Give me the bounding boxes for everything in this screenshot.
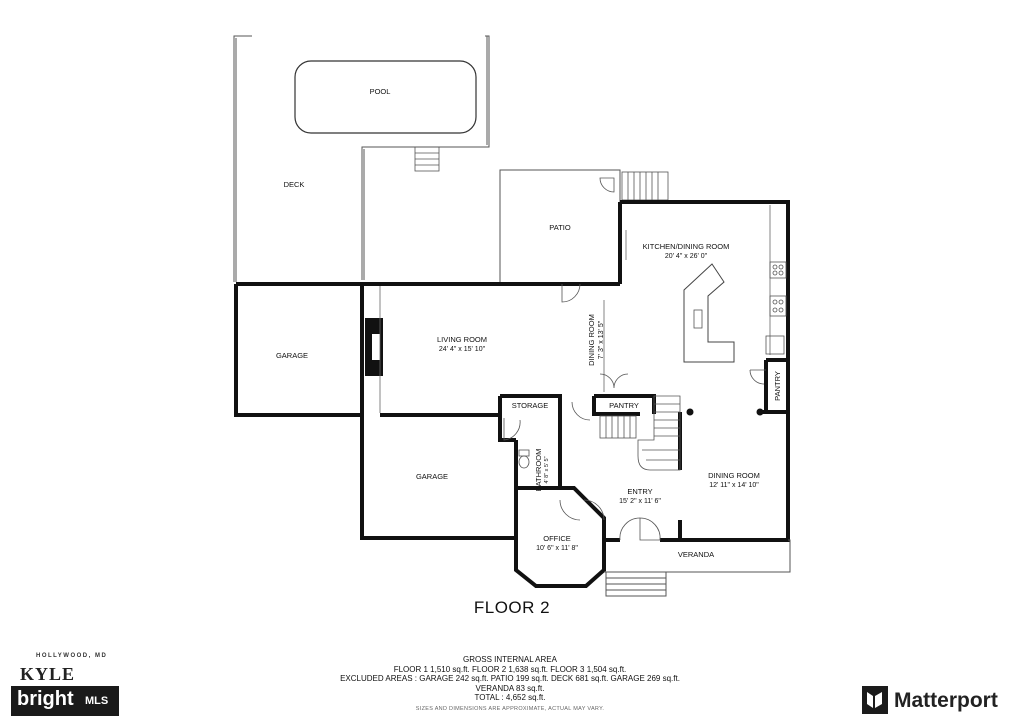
provider-name: Matterport (894, 689, 998, 712)
room-label-veranda: VERANDA (678, 550, 714, 559)
summary-excluded: EXCLUDED AREAS : GARAGE 242 sq.ft. PATIO… (340, 674, 680, 684)
summary-total: TOTAL : 4,652 sq.ft. (474, 693, 546, 703)
mls-logo-text: bright (17, 688, 74, 710)
mls-suffix: MLS (85, 695, 109, 707)
room-label-pool: POOL (370, 87, 391, 96)
door-swings (503, 283, 766, 541)
room-dim-living: 24' 4" x 15' 10" (439, 346, 486, 353)
room-label-dining: DINING ROOM (708, 471, 760, 480)
room-dim-kitchen: 20' 4" x 26' 0" (665, 253, 708, 260)
pool-shape (294, 60, 477, 134)
fireplace-hearth (372, 334, 380, 360)
column-post (756, 408, 764, 416)
room-label-bathroom: BATHROOM (534, 449, 543, 492)
deck-outline (233, 35, 490, 282)
room-label-pantry-center: PANTRY (609, 401, 639, 410)
toilet-icon (518, 449, 530, 469)
kitchen-counter (693, 261, 787, 355)
room-label-patio: PATIO (549, 223, 571, 232)
summary-veranda: VERANDA 83 sq.ft. (475, 683, 545, 693)
room-label-kitchen: KITCHEN/DINING ROOM (643, 242, 730, 251)
summary-floors: FLOOR 1 1,510 sq.ft. FLOOR 2 1,638 sq.ft… (393, 664, 627, 674)
room-label-garage-left: GARAGE (276, 351, 308, 360)
room-label-entry: ENTRY (627, 487, 652, 496)
room-label-office: OFFICE (543, 534, 571, 543)
stairs-center (599, 395, 681, 471)
room-label-deck: DECK (284, 180, 305, 189)
patio-stairs (621, 171, 669, 201)
agent-branding: HOLLYWOOD, MD KYLE WEAVER bright MLS (8, 650, 120, 720)
mls-ribbon: bright MLS (11, 686, 119, 716)
patio-door-swing (599, 177, 615, 193)
room-label-dining-small: DINING ROOM (587, 314, 596, 366)
deck-stairs (414, 146, 440, 172)
room-dim-bathroom: 4' 8" x 5' 5" (544, 456, 550, 483)
room-dim-dining-small: 7' 3" x 13' 5" (598, 320, 605, 359)
provider-branding: Matterport (862, 686, 1022, 716)
room-dim-entry: 15' 2" x 11' 6" (619, 498, 661, 505)
room-dim-dining: 12' 11" x 14' 10" (709, 482, 759, 489)
agent-location: HOLLYWOOD, MD (36, 653, 108, 659)
matterport-logo-icon (862, 686, 888, 714)
area-summary: GROSS INTERNAL AREA FLOOR 1 1,510 sq.ft.… (250, 655, 770, 715)
kitchen-island (683, 263, 735, 363)
column-post (686, 408, 694, 416)
room-label-garage-lower: GARAGE (416, 472, 448, 481)
floor-plan: POOL DECK PATIO KITCHEN/DINING ROOM 20' … (233, 35, 791, 597)
floor-title: FLOOR 2 (473, 598, 551, 617)
room-label-living: LIVING ROOM (437, 335, 487, 344)
room-label-storage: STORAGE (512, 401, 549, 410)
room-dim-office: 10' 6" x 11' 8" (536, 545, 578, 552)
summary-disclaimer: SIZES AND DIMENSIONS ARE APPROXIMATE, AC… (415, 705, 605, 712)
patio-outline (499, 169, 621, 282)
interior-lines (379, 205, 771, 413)
room-label-pantry-right: PANTRY (773, 371, 782, 401)
veranda-outline (604, 539, 791, 597)
summary-heading: GROSS INTERNAL AREA (463, 655, 557, 664)
